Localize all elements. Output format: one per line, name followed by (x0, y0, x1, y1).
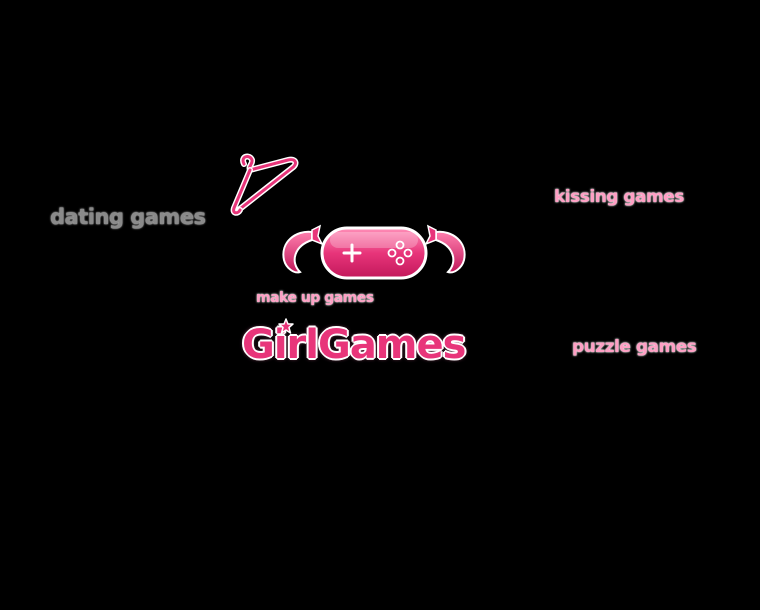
dating-games-link[interactable]: dating games (50, 205, 206, 229)
logo-text: GirlGames (242, 322, 466, 368)
puzzle-games-link[interactable]: puzzle games (572, 337, 697, 357)
make-up-games-link[interactable]: make up games (256, 290, 374, 306)
girlgames-logo[interactable]: GirlGames (240, 318, 520, 374)
kissing-games-link[interactable]: kissing games (554, 187, 684, 207)
star-icon (278, 318, 294, 338)
hanger-icon[interactable] (226, 152, 302, 224)
gamepad-with-pigtails-icon[interactable] (278, 224, 470, 284)
